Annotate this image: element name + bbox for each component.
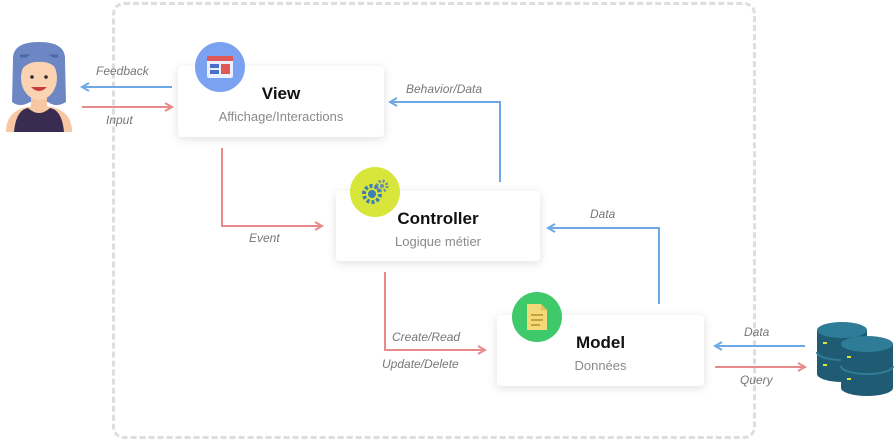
view-title: View (261, 84, 301, 103)
label-feedback: Feedback (96, 64, 149, 78)
controller-badge (350, 167, 400, 217)
label-query: Query (740, 373, 773, 387)
label-behavior-data: Behavior/Data (406, 82, 483, 96)
create-read-arrow (384, 272, 485, 350)
label-event: Event (249, 231, 280, 245)
label-create-read: Create/Read (392, 330, 461, 344)
mvc-boundary (112, 2, 756, 439)
model-subtitle: Données (574, 358, 627, 373)
controller-subtitle: Logique métier (395, 234, 481, 249)
controller-title: Controller (397, 209, 479, 228)
label-data-db: Data (744, 325, 770, 339)
woman-avatar-icon (6, 42, 72, 132)
view-subtitle: Affichage/Interactions (218, 109, 344, 124)
data-to-controller-arrow (548, 228, 660, 304)
window-icon (207, 56, 233, 78)
label-update-delete: Update/Delete (382, 357, 459, 371)
behavior-data-arrow (390, 102, 501, 182)
database-icon (816, 322, 894, 396)
label-input: Input (106, 113, 133, 127)
label-data-controller: Data (590, 207, 616, 221)
document-icon (527, 304, 547, 330)
model-title: Model (575, 333, 626, 352)
controller-box: Controller Logique métier (336, 191, 540, 261)
model-badge (512, 292, 562, 342)
view-badge (195, 42, 245, 92)
gears-icon (362, 179, 389, 204)
event-arrow (221, 148, 322, 226)
